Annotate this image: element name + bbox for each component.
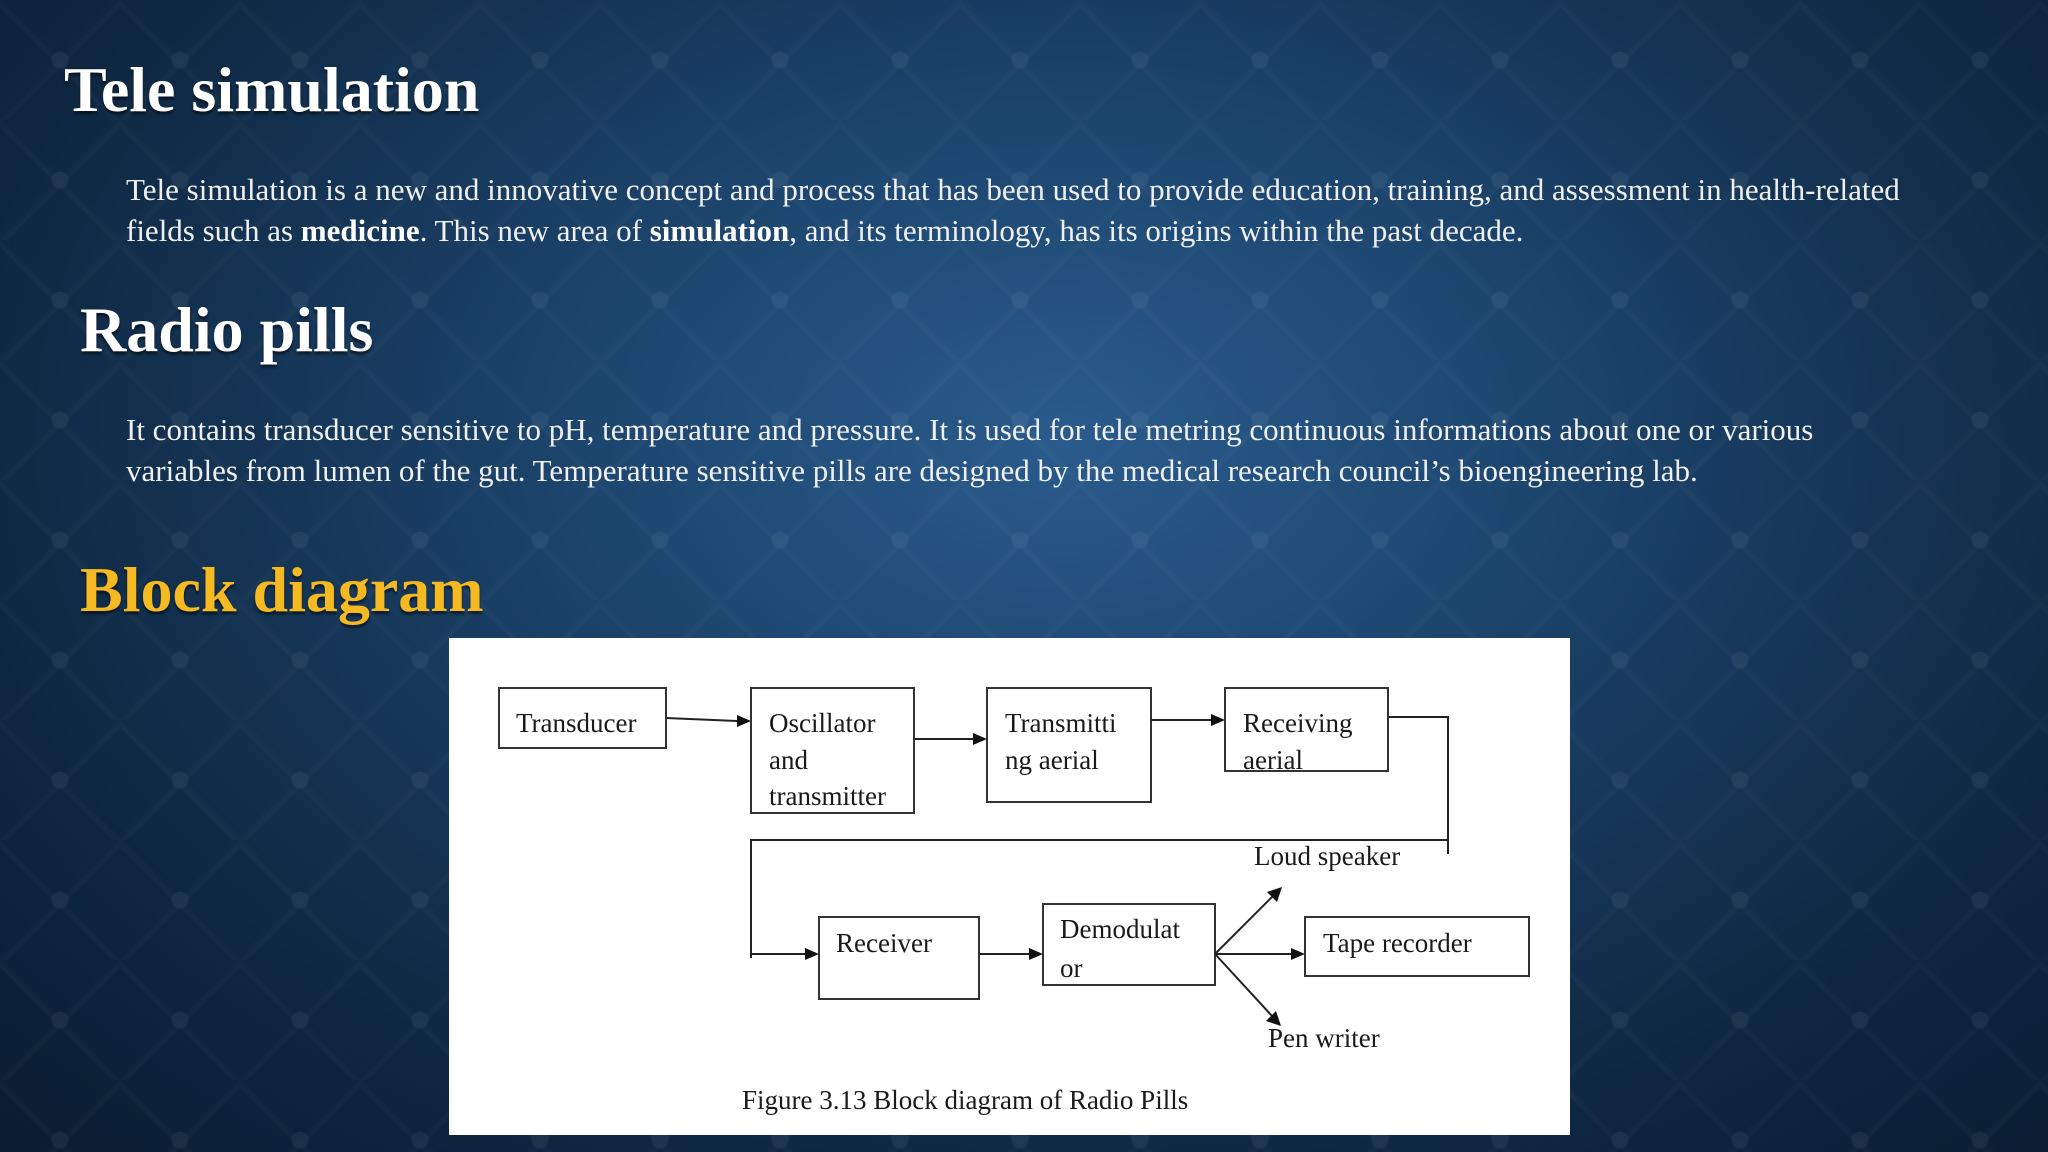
- heading-tele-simulation: Tele simulation: [64, 54, 480, 125]
- arrow-receiver-demodulator: [1029, 948, 1043, 960]
- connector-receiving-down: [1388, 716, 1449, 854]
- arrow-transmitting-receiving: [1211, 714, 1225, 726]
- heading-radio-pills: Radio pills: [80, 294, 374, 365]
- box-receiver: [818, 916, 980, 1000]
- connector-demodulator-loudspeaker: [1214, 895, 1274, 955]
- paragraph-radio-pills: It contains transducer sensitive to pH, …: [126, 412, 1814, 488]
- box-demodulator: [1042, 903, 1216, 986]
- connector-transducer-oscillator: [665, 717, 738, 722]
- arrow-transducer-oscillator: [737, 715, 751, 727]
- tele-bold-medicine: medicine: [300, 213, 420, 248]
- connector-demodulator-penwriter: [1214, 953, 1273, 1017]
- figure-caption: Figure 3.13 Block diagram of Radio Pills: [742, 1085, 1188, 1115]
- arrow-oscillator-transmitting: [973, 733, 987, 745]
- box-receiving-aerial: [1224, 687, 1389, 772]
- heading-block-diagram: Block diagram: [80, 554, 484, 625]
- label-transmitting-1: Transmitti: [1005, 708, 1117, 738]
- block-diagram-svg: Transducer Oscillator and transmitter Tr…: [498, 687, 1530, 1115]
- label-oscillator-3: transmitter: [769, 781, 886, 811]
- label-oscillator-2: and: [769, 745, 808, 775]
- connector-return-line: [750, 839, 1448, 958]
- label-demodulator-1: Demodulat: [1060, 914, 1180, 944]
- box-tape-recorder: [1304, 916, 1530, 977]
- label-receiver-1: Receiver: [836, 928, 932, 958]
- arrow-demodulator-penwriter: [1266, 1011, 1281, 1026]
- arrow-demodulator-loudspeaker: [1267, 887, 1282, 902]
- label-transducer-1: Transducer: [516, 708, 637, 738]
- tele-text-2: . This new area of: [419, 213, 650, 248]
- label-pen-writer: Pen writer: [1268, 1023, 1380, 1053]
- label-receiving-1: Receiving: [1243, 708, 1352, 738]
- label-demodulator-2: or: [1060, 953, 1083, 983]
- tele-text-1: Tele simulation is a new and innovative …: [126, 172, 1900, 248]
- box-oscillator: [750, 687, 915, 814]
- label-receiving-2: aerial: [1243, 745, 1303, 775]
- paragraph-tele-simulation: Tele simulation is a new and innovative …: [126, 169, 1926, 251]
- label-tape-recorder-1: Tape recorder: [1323, 928, 1472, 958]
- label-loud-speaker: Loud speaker: [1254, 841, 1400, 871]
- arrow-demodulator-tape: [1291, 948, 1305, 960]
- block-diagram-figure: Transducer Oscillator and transmitter Tr…: [449, 638, 1570, 1135]
- label-transmitting-2: ng aerial: [1005, 745, 1099, 775]
- tele-text-3: , and its terminology, has its origins w…: [789, 213, 1524, 248]
- box-transmitting-aerial: [986, 687, 1152, 803]
- arrow-to-receiver: [805, 948, 819, 960]
- label-oscillator-1: Oscillator: [769, 708, 875, 738]
- tele-bold-simulation: simulation: [649, 213, 790, 248]
